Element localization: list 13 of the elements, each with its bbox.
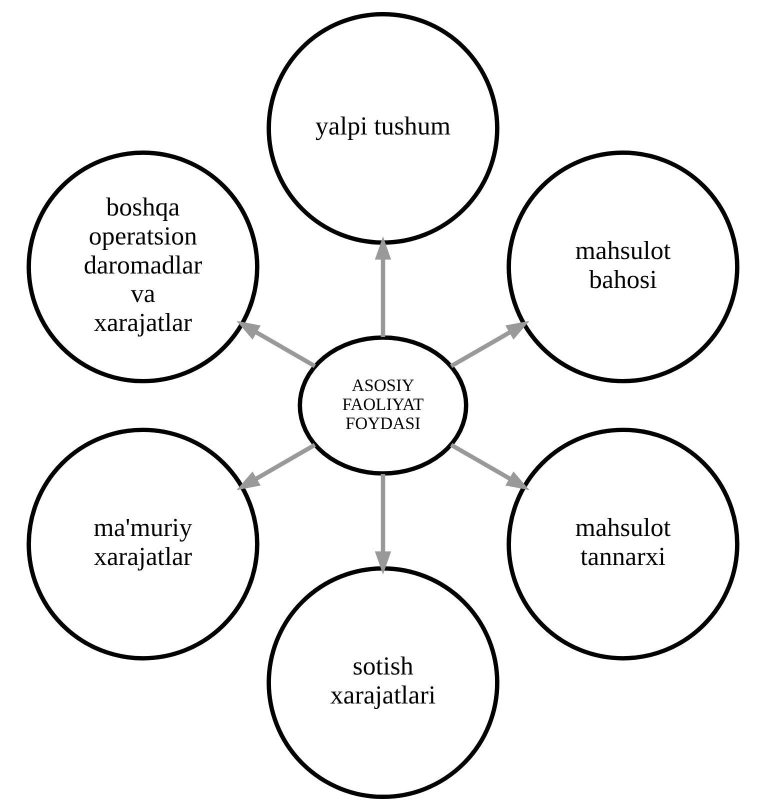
- node-circle: boshqa operatsion daromadlar va xarajatlar: [26, 150, 259, 384]
- arrow: [450, 320, 529, 368]
- node-ellipse: ASOSIY FAOLIYAT FOYDASI: [297, 335, 468, 476]
- node-circle: yalpi tushum: [266, 12, 499, 245]
- node-circle: mahsulot tannarxi: [506, 428, 739, 660]
- node-circle: ma'muriy xarajatlar: [26, 428, 259, 660]
- node-circle: sotish xarajatlari: [266, 566, 499, 800]
- arrow: [374, 236, 391, 337]
- arrow: [374, 474, 391, 575]
- node-circle: mahsulot bahosi: [506, 150, 739, 384]
- arrow: [236, 442, 316, 490]
- arrow: [450, 442, 529, 490]
- arrow: [236, 320, 316, 368]
